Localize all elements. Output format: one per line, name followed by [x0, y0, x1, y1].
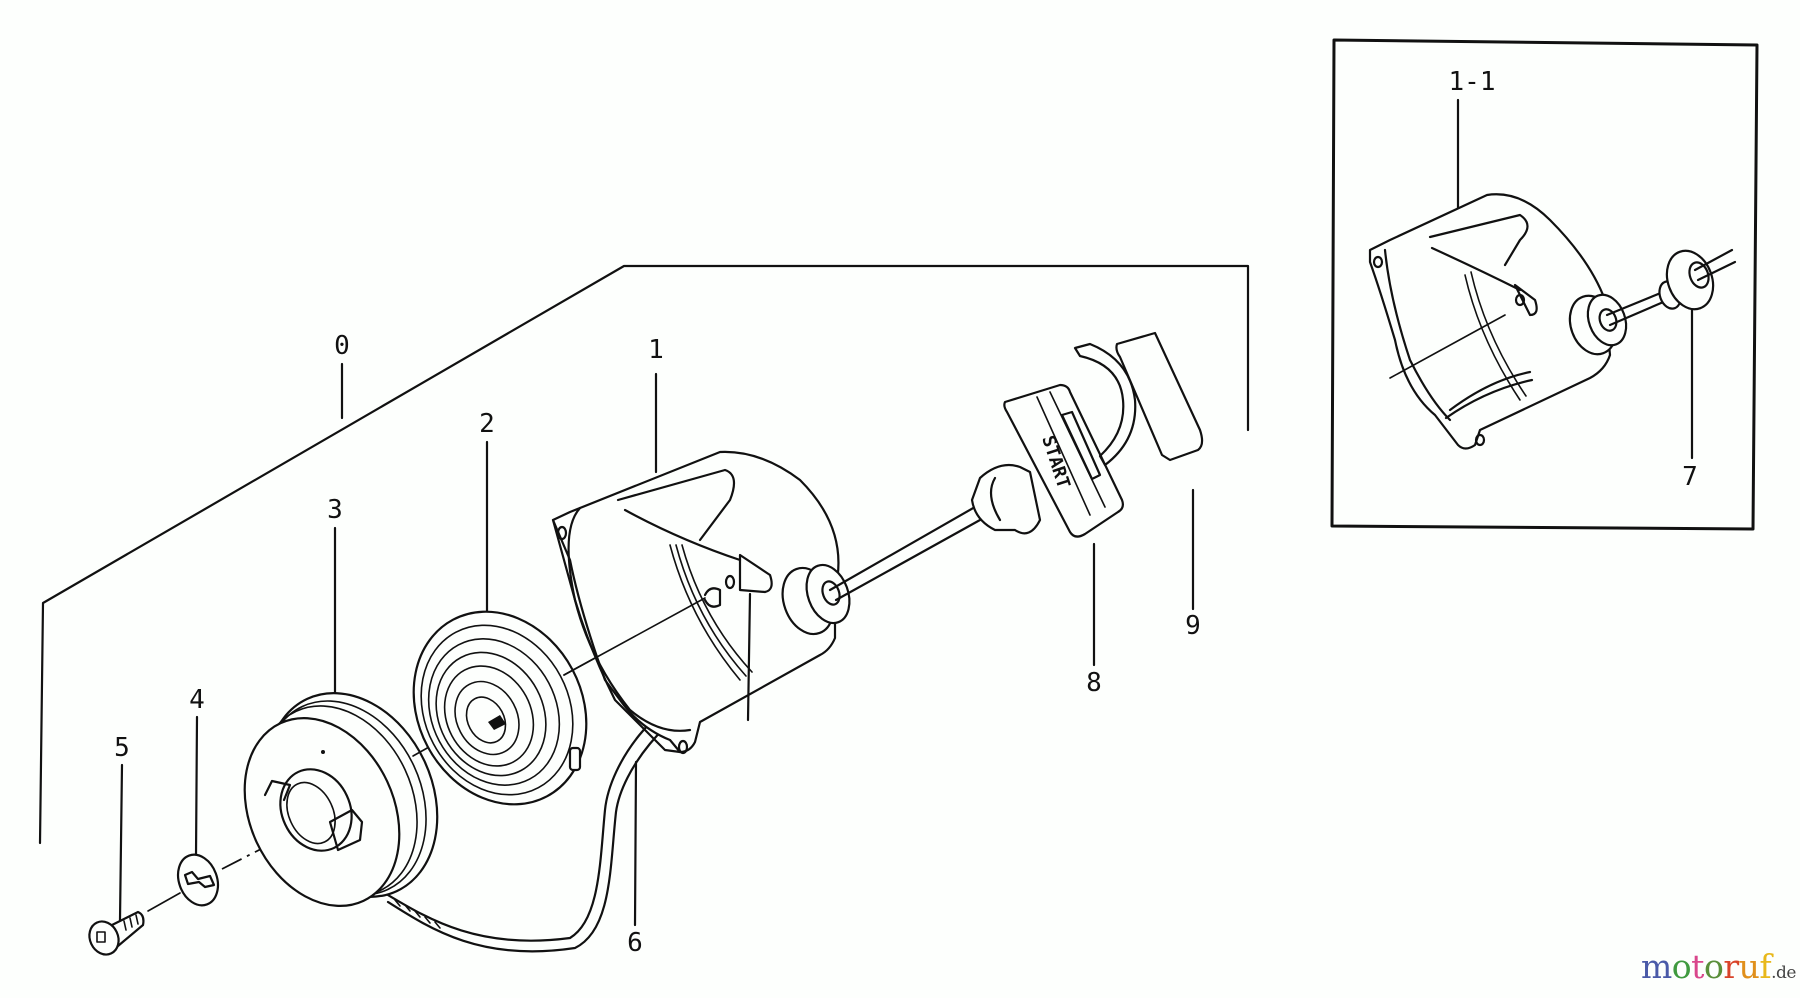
- logo-letter: m: [1641, 947, 1672, 986]
- logo-letter: f: [1759, 947, 1772, 986]
- callout-3: 3: [327, 495, 343, 525]
- part-6-rope-icon: [386, 688, 708, 953]
- inset-box: [1330, 38, 1759, 531]
- callout-1: 1: [648, 335, 664, 365]
- part-1-housing-icon: [551, 450, 840, 755]
- part-7-grommet-icon: [1568, 248, 1737, 356]
- leader-lines: [118, 362, 1195, 927]
- callout-4: 4: [189, 685, 205, 715]
- logo-letter: t: [1691, 947, 1704, 986]
- axis-line: [563, 597, 706, 676]
- part-2-spring-icon: [412, 610, 588, 806]
- callout-8: 8: [1086, 668, 1102, 698]
- callout-5: 5: [114, 733, 130, 763]
- part-9-grip-icon: [1115, 331, 1204, 462]
- callout-9: 9: [1185, 611, 1201, 641]
- logo-letter: o: [1703, 947, 1724, 986]
- grommet-icon: [781, 563, 851, 636]
- logo-letter: o: [1671, 947, 1692, 986]
- inset-leader-lines: [1456, 98, 1694, 460]
- part-8-handle-icon: START: [970, 383, 1124, 538]
- logo-letter: r: [1723, 947, 1739, 986]
- part-3-pulley-icon: [243, 692, 439, 907]
- callout-6: 6: [627, 928, 643, 958]
- part-1-1-housing-icon: [1368, 193, 1612, 450]
- logo-tld: .de: [1771, 963, 1796, 983]
- callout-2: 2: [479, 409, 495, 439]
- part-5-bolt-icon: [88, 910, 145, 956]
- axis-line: [147, 892, 181, 912]
- callout-1-1: 1-1: [1448, 67, 1496, 97]
- motoruf-logo: motoruf.de: [1641, 950, 1796, 983]
- assembly-bracket: [38, 264, 1250, 845]
- part-4-washer-icon: [176, 853, 220, 907]
- rope-to-handle: [828, 505, 982, 602]
- callout-0: 0: [334, 331, 350, 361]
- callout-7: 7: [1682, 462, 1698, 492]
- logo-letter: u: [1738, 947, 1760, 986]
